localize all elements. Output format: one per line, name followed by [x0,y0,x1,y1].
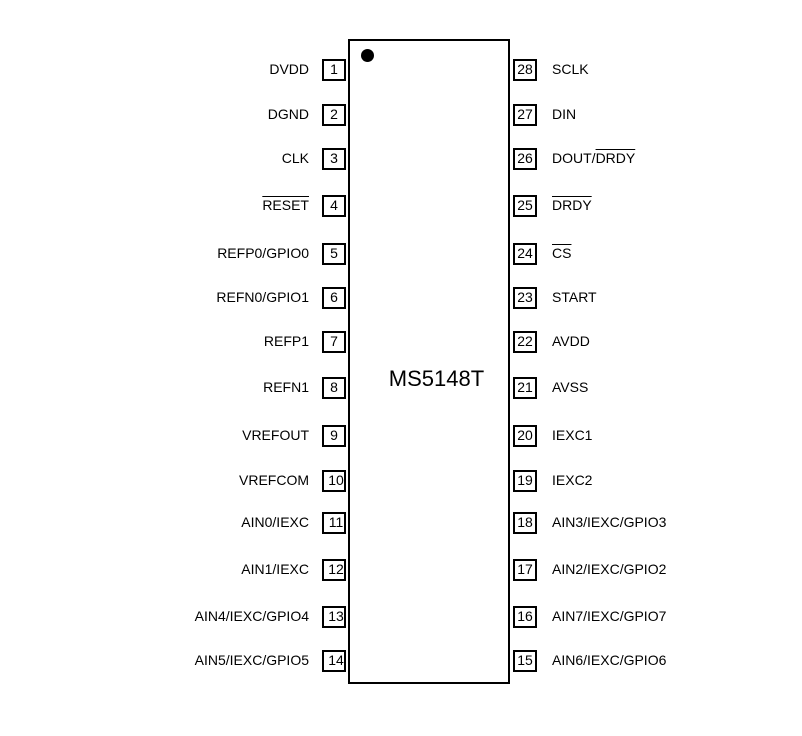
pin-box-25 [513,195,537,217]
pin-number: 2 [330,106,338,122]
pin-label: AVDD [552,333,590,349]
pin-number: 24 [517,245,533,261]
pin-box-1 [322,59,346,81]
pin-number: 4 [330,197,338,213]
pin-box-4 [322,195,346,217]
pin-label: REFN0/GPIO1 [216,289,309,305]
pin-number: 12 [328,561,344,577]
pin-label: AIN3/IEXC/GPIO3 [552,514,667,530]
pin-label: AIN7/IEXC/GPIO7 [552,608,667,624]
pin-box-9 [322,425,346,447]
pin-number: 25 [517,197,533,213]
pin-number: 14 [328,652,344,668]
pin-number: 15 [517,652,533,668]
pin-number: 18 [517,514,533,530]
pin-number: 3 [330,150,338,166]
pin-number: 16 [517,608,533,624]
pin-label: DIN [552,106,577,122]
pin-label: AIN4/IEXC/GPIO4 [194,608,309,624]
pin-number: 19 [517,472,533,488]
pin-box-23 [513,287,537,309]
pin-box-11 [322,512,346,534]
pin-box-7 [322,331,346,353]
pin-number: 13 [328,608,344,624]
chip-name: MS5148T [388,366,485,391]
pin-label: VREFOUT [242,427,309,443]
pin-box-10 [322,470,346,492]
pin-number: 20 [517,427,533,443]
pin-number: 28 [517,61,533,77]
pin1-indicator-dot [361,49,374,62]
pin-number: 5 [330,245,338,261]
pin-box-15 [513,650,537,672]
pin-label-overlined: RESET [262,197,309,213]
pin-label-prefix: DOUT/ [552,150,596,166]
pin-number: 9 [330,427,338,443]
pin-number: 27 [517,106,533,122]
pin-number: 6 [330,289,338,305]
pin-box-14 [322,650,346,672]
pin-box-8 [322,377,346,399]
pin-box-22 [513,331,537,353]
pin-box-27 [513,104,537,126]
pin-number: 8 [330,379,338,395]
pin-box-21 [513,377,537,399]
pin-label: RESET [262,197,309,213]
pin-label: AIN1/IEXC [241,561,309,577]
pin-label: AIN2/IEXC/GPIO2 [552,561,667,577]
pin-box-5 [322,243,346,265]
pin-box-26 [513,148,537,170]
pin-number: 10 [328,472,344,488]
pin-label: IEXC2 [552,472,593,488]
pin-number: 22 [517,333,533,349]
pin-label-overlined: DRDY [552,197,592,213]
pin-label: VREFCOM [239,472,309,488]
pin-label: AIN0/IEXC [241,514,309,530]
chip-body [348,39,510,684]
pin-label: REFP0/GPIO0 [217,245,309,261]
pin-box-19 [513,470,537,492]
pin-number: 23 [517,289,533,305]
pin-box-6 [322,287,346,309]
pin-box-2 [322,104,346,126]
pin-label: DGND [267,106,309,122]
pin-number: 1 [330,61,338,77]
pin-label: DOUT/DRDY [552,150,635,166]
pin-label: REFN1 [263,379,309,395]
pin-label: AIN5/IEXC/GPIO5 [194,652,309,668]
pin-box-3 [322,148,346,170]
pin-box-28 [513,59,537,81]
pin-label: IEXC1 [552,427,593,443]
pin-label: DRDY [552,197,592,213]
pin-label: SCLK [552,61,589,77]
pin-label: DVDD [269,61,309,77]
pin-number: 17 [517,561,533,577]
pin-label: CS [552,245,571,261]
pin-label: REFP1 [263,333,309,349]
pin-box-17 [513,559,537,581]
pin-label-overlined: DRDY [595,150,636,166]
pin-box-24 [513,243,537,265]
pin-box-12 [322,559,346,581]
pin-label: AIN6/IEXC/GPIO6 [552,652,667,668]
pin-number: 11 [328,514,344,530]
pin-number: 7 [330,333,338,349]
pin-box-18 [513,512,537,534]
pin-box-20 [513,425,537,447]
pin-box-13 [322,606,346,628]
pin-label: CLK [281,150,309,166]
pin-number: 26 [517,150,533,166]
pin-box-16 [513,606,537,628]
pin-label-overlined: CS [552,245,572,261]
pin-label: AVSS [552,379,589,395]
pin-number: 21 [517,379,533,395]
pin-label: START [552,289,597,305]
